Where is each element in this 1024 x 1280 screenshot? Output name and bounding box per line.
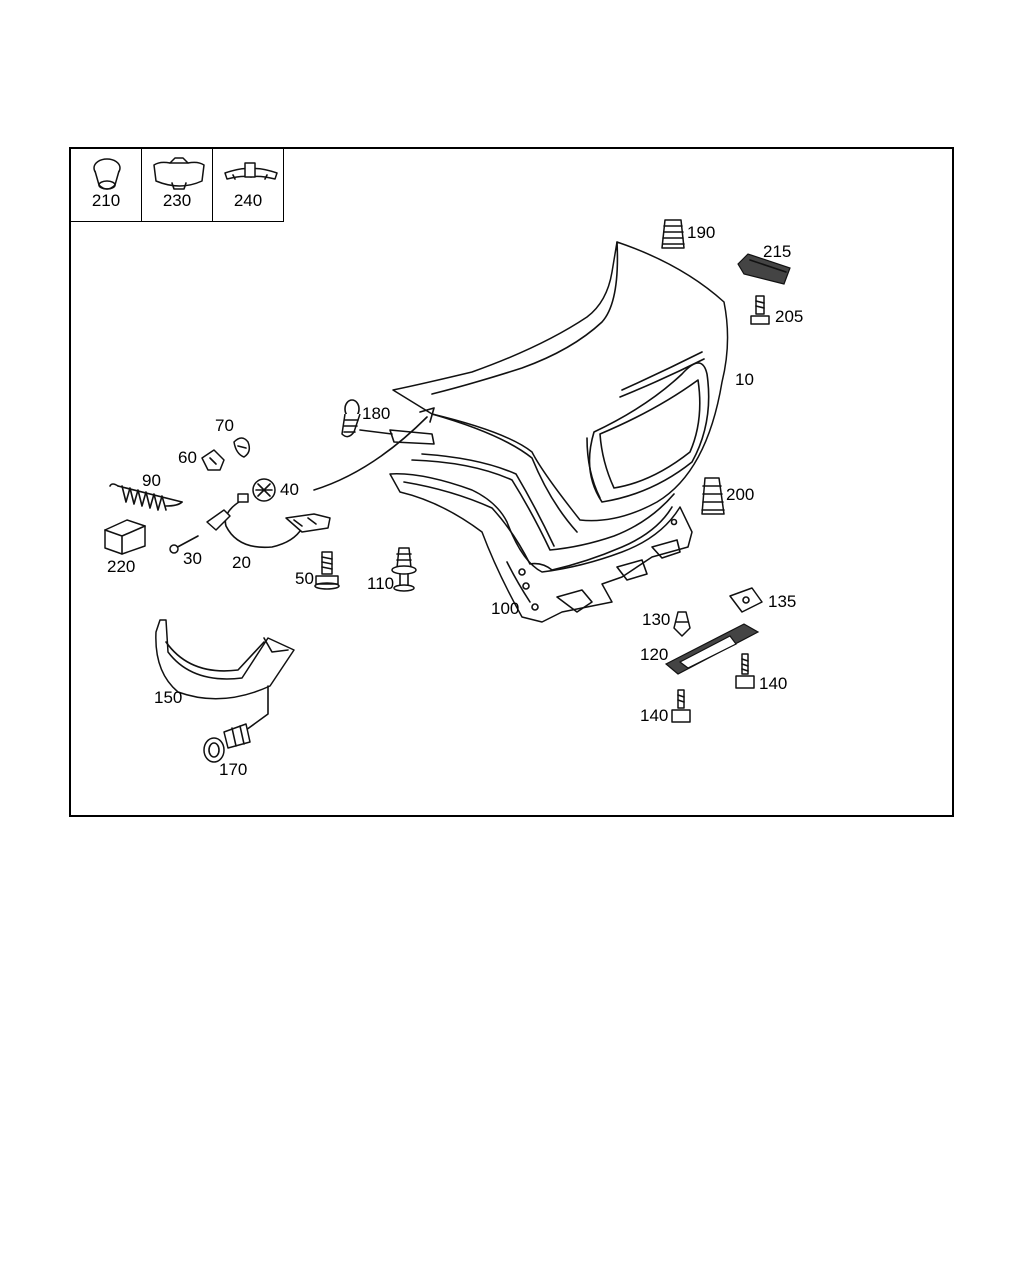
plug-icon [93, 158, 121, 190]
callout-140-left: 140 [640, 706, 668, 725]
rivet-icon[interactable] [203, 723, 251, 763]
callout-20: 20 [232, 553, 251, 572]
callout-100: 100 [491, 599, 519, 618]
bump-stop-icon[interactable] [701, 477, 725, 515]
legend-cell-240[interactable]: 240 [213, 149, 284, 222]
callout-60: 60 [178, 448, 197, 467]
callout-10: 10 [735, 370, 754, 389]
callout-215: 215 [763, 242, 791, 261]
bolt-icon[interactable] [169, 535, 199, 554]
buffer-block-icon[interactable] [104, 519, 146, 555]
callout-130: 130 [642, 610, 670, 629]
callout-200: 200 [726, 485, 754, 504]
callout-170: 170 [219, 760, 247, 779]
trim-strip-icon [224, 162, 278, 180]
callout-70: 70 [215, 416, 234, 435]
push-nut-icon[interactable] [673, 611, 691, 637]
callout-220: 220 [107, 557, 135, 576]
trunk-lid-icon[interactable] [392, 241, 729, 533]
push-pin-icon[interactable] [391, 547, 417, 592]
diagram-frame: 210 230 240 [69, 147, 954, 817]
legend-number: 230 [162, 191, 192, 210]
spring-icon[interactable] [109, 483, 183, 511]
clip-icon[interactable] [233, 437, 251, 458]
screw-icon[interactable] [735, 653, 755, 689]
latch-icon[interactable] [737, 253, 791, 285]
callout-180: 180 [362, 404, 390, 423]
trim-panel-icon[interactable] [155, 619, 295, 700]
legend-number: 210 [91, 191, 121, 210]
callout-205: 205 [775, 307, 803, 326]
legend-cell-210[interactable]: 210 [71, 149, 142, 222]
callout-40: 40 [280, 480, 299, 499]
callout-190: 190 [687, 223, 715, 242]
legend-number: 240 [233, 191, 263, 210]
clip-nut-icon[interactable] [729, 587, 763, 613]
screw-icon[interactable] [750, 295, 770, 325]
callout-90: 90 [142, 471, 161, 490]
callout-120: 120 [640, 645, 668, 664]
bump-stop-icon[interactable] [661, 219, 685, 249]
lock-actuator-icon[interactable] [252, 478, 276, 502]
callout-150: 150 [154, 688, 182, 707]
lock-cable-icon[interactable] [206, 493, 331, 549]
inner-panel-icon[interactable] [389, 453, 693, 623]
callout-30: 30 [183, 549, 202, 568]
callout-110: 110 [367, 574, 394, 593]
screw-icon[interactable] [671, 689, 691, 723]
exploded-parts-view: 10 20 30 40 50 60 70 90 100 110 120 130 … [104, 219, 803, 779]
callout-50: 50 [295, 569, 314, 588]
legend-row: 210 230 240 [71, 149, 284, 222]
callout-135: 135 [768, 592, 796, 611]
trim-panel-icon [153, 157, 205, 190]
screw-icon[interactable] [314, 551, 340, 590]
handle-bracket-icon[interactable] [664, 623, 760, 675]
legend-cell-230[interactable]: 230 [142, 149, 213, 222]
callout-140-right: 140 [759, 674, 787, 693]
striker-icon[interactable] [201, 449, 225, 471]
grommet-icon[interactable] [341, 399, 361, 438]
